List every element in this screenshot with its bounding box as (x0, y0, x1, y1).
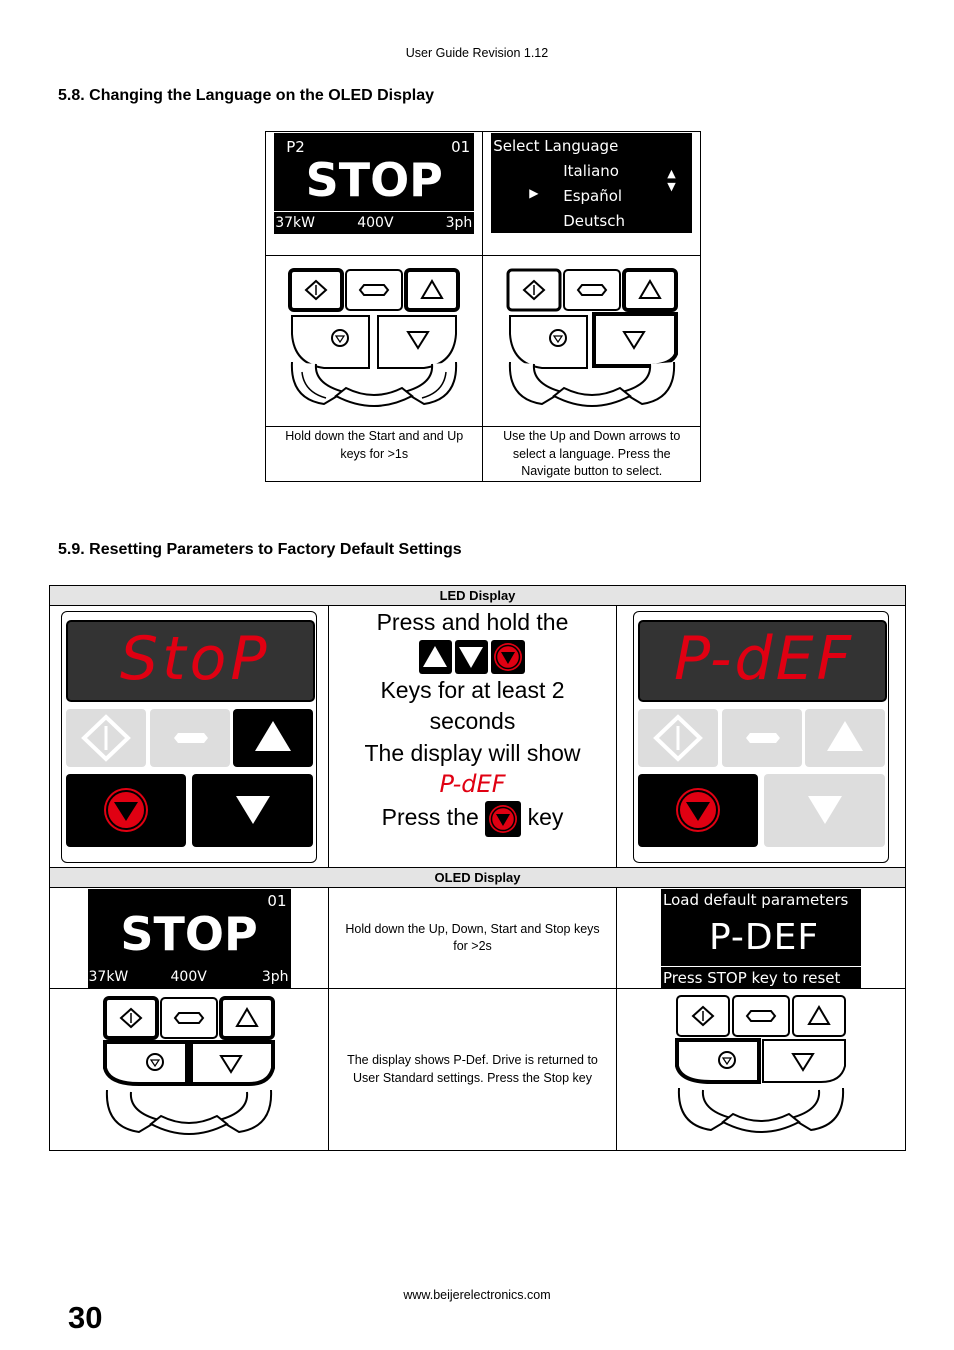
down-key (764, 773, 885, 847)
down-key (591, 311, 678, 368)
start-key (66, 708, 146, 767)
navigate-key (562, 268, 621, 311)
oled-stop-display: 01 STOP 37kW 400V 3ph (87, 888, 291, 988)
oled-default-display: Load default parameters P-DEF Press STOP… (661, 888, 861, 988)
stop-key (675, 1038, 761, 1084)
navigate-key (732, 995, 790, 1037)
selector-arrow-icon: ▶ (529, 186, 539, 200)
up-key (621, 267, 678, 312)
reset-table: LED Display StoP (49, 585, 906, 1151)
keypad-stop-highlight (675, 995, 846, 1133)
section-title-language: 5.8. Changing the Language on the OLED D… (58, 87, 435, 104)
keypad-all-keys-highlight (103, 996, 275, 1135)
navigate-key (160, 997, 218, 1039)
navigate-key (345, 268, 404, 311)
scroll-updown-icon: ▲▼ (667, 167, 676, 193)
up-key (219, 996, 275, 1040)
up-key (805, 708, 885, 767)
oled-language-display: Select Language Italiano ▶ Español Deuts… (491, 133, 693, 233)
led-screen: StoP (66, 619, 315, 702)
keypad-up-down-highlight (506, 267, 678, 407)
stop-key-icon (485, 801, 522, 837)
up-key (792, 995, 846, 1037)
pdef-text: P-dEF (439, 770, 506, 798)
oled-stop-display: P2 01 STOP 37kW 400V 3ph (274, 133, 475, 234)
stop-key (508, 314, 588, 369)
page-number: 30 (68, 1300, 103, 1335)
up-key (233, 708, 313, 767)
stop-key (66, 773, 186, 847)
caption-select-language: Use the Up and Down arrows to select a l… (482, 426, 701, 482)
down-key (377, 314, 458, 369)
keypad-start-up-highlight (288, 267, 461, 407)
stop-key (291, 314, 371, 369)
led-display-header: LED Display (49, 585, 906, 606)
language-table: P2 01 STOP 37kW 400V 3ph Select Language… (264, 131, 701, 482)
navigate-key (722, 708, 802, 767)
down-key (762, 1039, 846, 1083)
pdef-description-text: The display shows P-Def. Drive is return… (328, 988, 617, 1151)
down-key (192, 773, 313, 847)
page-header: User Guide Revision 1.12 (405, 46, 549, 60)
stop-key (103, 1040, 189, 1086)
footer-url: www.beijerelectronics.com (403, 1288, 551, 1302)
section-title-reset: 5.9. Resetting Parameters to Factory Def… (58, 541, 462, 558)
oled-display-header: OLED Display (49, 867, 906, 888)
stop-key (638, 773, 758, 847)
up-key (404, 267, 461, 312)
start-key (638, 708, 718, 767)
led-screen: P-dEF (638, 619, 887, 702)
led-instructions: Press and hold the Keys for at least 2 s… (328, 605, 617, 868)
caption-start-up: Hold down the Start and and Up keys for … (264, 426, 484, 482)
led-keypad-pdef: P-dEF (633, 610, 889, 863)
down-key (189, 1040, 275, 1086)
oled-hold-keys-text: Hold down the Up, Down, Start and Stop k… (328, 887, 617, 989)
led-keypad-stop: StoP (61, 610, 317, 863)
up-down-stop-keys-icon (329, 639, 616, 675)
navigate-key (150, 708, 230, 767)
